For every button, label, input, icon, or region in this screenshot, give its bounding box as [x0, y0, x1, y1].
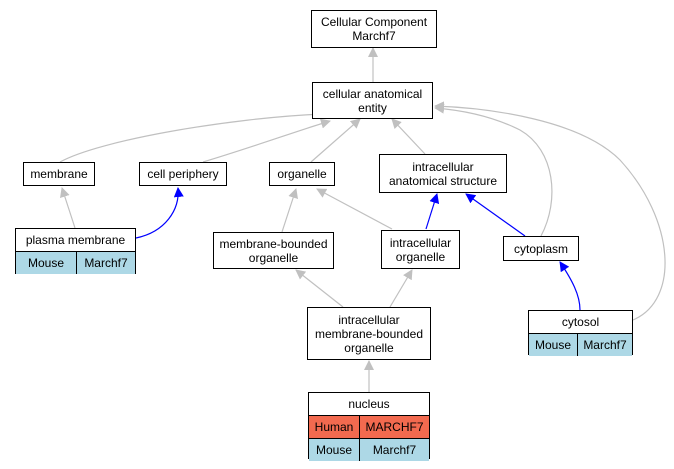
node-plasma-membrane[interactable]: plasma membrane Mouse Marchf7 [15, 228, 136, 274]
node-label: organelle [248, 250, 299, 265]
edge-organelle-to-cae [310, 118, 361, 163]
node-nucleus[interactable]: nucleus Human MARCHF7 Mouse Marchf7 [308, 392, 430, 461]
node-label: nucleus [309, 393, 429, 416]
node-label: intracellular [389, 235, 452, 250]
node-cytosol[interactable]: cytosol Mouse Marchf7 [528, 310, 633, 356]
species-cell: Human [309, 416, 359, 438]
node-label: Cellular Component [320, 15, 428, 29]
node-label: membrane-bounded [314, 326, 424, 341]
node-cytoplasm[interactable]: cytoplasm [503, 236, 579, 261]
node-label: cytosol [529, 311, 632, 334]
node-label: organelle [395, 249, 446, 264]
edge-cytoplasm-to-cae [434, 103, 553, 237]
gene-cell: Marchf7 [359, 439, 429, 461]
edge-cytosol-to-cae [434, 101, 666, 321]
node-label: entity [358, 100, 387, 115]
species-cell: Mouse [309, 439, 359, 461]
species-cell: Mouse [529, 334, 577, 356]
node-label: membrane [30, 167, 88, 181]
edge-plasma-to-membrane [60, 187, 76, 229]
annotation-row: Human MARCHF7 [309, 416, 429, 438]
gene-cell: Marchf7 [76, 252, 135, 274]
annotation-row: Mouse Marchf7 [16, 252, 135, 274]
node-label: plasma membrane [16, 229, 135, 252]
node-membrane[interactable]: membrane [23, 162, 95, 186]
species-cell: Mouse [16, 252, 76, 274]
edge-io-part-of-ias [425, 193, 440, 230]
annotation-row: Mouse Marchf7 [309, 438, 429, 461]
node-label: Marchf7 [352, 29, 396, 43]
node-label: organelle [277, 167, 327, 181]
edge-mbo-to-organelle [281, 188, 298, 233]
node-label: cellular anatomical [322, 86, 423, 101]
gene-cell: Marchf7 [577, 334, 632, 356]
edge-cytosol-part-of-cytoplasm [559, 261, 581, 311]
node-label: membrane-bounded [219, 236, 328, 251]
edge-membrane-to-cae [59, 109, 323, 163]
edge-imbo-to-io [389, 269, 413, 308]
edge-imbo-to-mbo [295, 269, 344, 308]
node-label: intracellular [338, 312, 400, 327]
node-label: cytoplasm [513, 241, 569, 256]
node-label: organelle [344, 340, 394, 355]
node-cell-periphery[interactable]: cell periphery [139, 162, 227, 186]
node-label: cell periphery [147, 167, 219, 181]
node-label: intracellular [412, 159, 474, 174]
node-organelle[interactable]: organelle [269, 162, 335, 186]
node-label: anatomical structure [388, 173, 498, 188]
edge-plasma-part-of-periphery [135, 187, 184, 239]
gene-cell: MARCHF7 [359, 416, 429, 438]
edge-periphery-to-cae [202, 118, 331, 163]
edge-ias-to-cae [391, 118, 426, 155]
edge-io-to-organelle [316, 188, 393, 230]
annotation-row: Mouse Marchf7 [529, 334, 632, 356]
edge-cytoplasm-part-of-ias [465, 193, 526, 237]
